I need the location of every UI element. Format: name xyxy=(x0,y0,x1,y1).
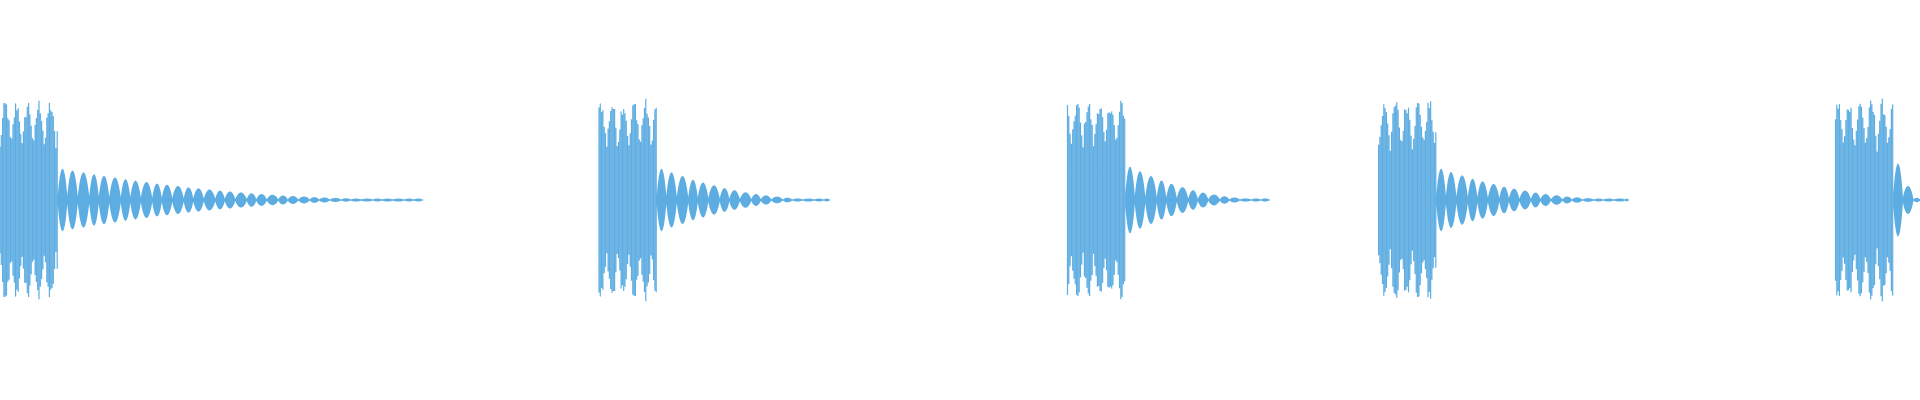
waveform-burst-path xyxy=(1378,101,1629,299)
waveform-burst-path xyxy=(1066,100,1271,300)
waveform-burst-path xyxy=(1834,98,1920,302)
waveform-burst xyxy=(1066,100,1271,300)
waveform-burst-path xyxy=(598,98,831,302)
waveform-burst xyxy=(1378,101,1629,299)
waveform-bursts xyxy=(0,98,1920,302)
waveform-burst-path xyxy=(0,100,424,300)
waveform-burst xyxy=(598,98,831,302)
waveform-burst xyxy=(1834,98,1920,302)
waveform-burst xyxy=(0,100,424,300)
